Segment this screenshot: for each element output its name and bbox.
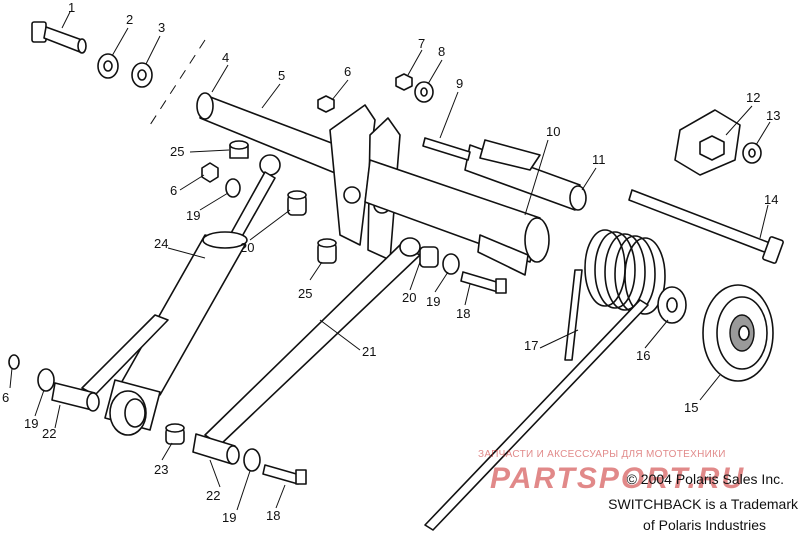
callout-12: 12: [746, 90, 760, 105]
part-bolt-18-mid: [460, 271, 507, 294]
callout-14: 14: [764, 192, 778, 207]
callout-18-mid: 18: [456, 306, 470, 321]
callout-19-upper: 19: [186, 208, 200, 223]
callout-19-lower-left: 19: [24, 416, 38, 431]
callout-23: 23: [154, 462, 168, 477]
trademark-line-2: of Polaris Industries: [643, 517, 766, 533]
part-shock-eye: [109, 390, 147, 436]
copyright-text: © 2004 Polaris Sales Inc.: [626, 471, 784, 487]
callout-21: 21: [362, 344, 376, 359]
callout-17: 17: [524, 338, 538, 353]
part-bushing-23: [165, 423, 185, 445]
callout-labels: 1 2 3 4 5 6 7 8 9 10 11 12 13 14 25 6 19…: [2, 0, 780, 525]
axis-line: [149, 39, 206, 126]
callout-6-left: 6: [170, 183, 177, 198]
callout-2: 2: [126, 12, 133, 27]
part-bushing-22-lower: [192, 433, 240, 465]
part-block-12: [674, 109, 741, 176]
part-washer-8: [414, 81, 434, 103]
callout-22-left: 22: [42, 426, 56, 441]
callout-20-upper: 20: [240, 240, 254, 255]
callout-19-mid: 19: [426, 294, 440, 309]
part-bolt-14: [628, 189, 784, 264]
callout-6: 6: [344, 64, 351, 79]
part-bushing-25-mid: [317, 238, 337, 264]
part-bolt-9: [422, 137, 471, 161]
part-washer-3: [131, 62, 153, 88]
part-nut-7: [395, 73, 413, 91]
leader-lines: [9, 11, 771, 511]
watermark-top-text: ЗАПЧАСТИ И АКСЕССУАРЫ ДЛЯ МОТОТЕХНИКИ: [478, 449, 726, 460]
part-rod-21: [204, 237, 421, 446]
callout-1: 1: [68, 0, 75, 15]
part-bushing-25-top: [229, 140, 249, 159]
part-upper-link: [229, 154, 281, 241]
callout-9: 9: [456, 76, 463, 91]
part-washer-13: [742, 142, 762, 164]
callout-25-top: 25: [170, 144, 184, 159]
part-spring-17: [424, 229, 666, 531]
trademark-line-1: SWITCHBACK is a Trademark: [608, 496, 798, 512]
callout-15: 15: [684, 400, 698, 415]
callout-5: 5: [278, 68, 285, 83]
callout-18-bottom: 18: [266, 508, 280, 523]
part-bolt-18-bottom: [262, 464, 307, 485]
callout-7: 7: [418, 36, 425, 51]
part-washer-2: [97, 53, 119, 79]
callout-8: 8: [438, 44, 445, 59]
watermark-logo: PARTSPORT.RU: [490, 462, 746, 495]
callout-11: 11: [592, 152, 606, 167]
callout-4: 4: [222, 50, 229, 65]
part-cylinder-10: [364, 159, 550, 263]
part-washer-19-bottom: [243, 448, 261, 472]
part-bracket-arm: [477, 139, 541, 276]
part-washer-19-upper: [225, 178, 241, 198]
part-nut-6-left: [201, 162, 219, 183]
callout-6-lower: 6: [2, 390, 9, 405]
callout-20-lower: 20: [402, 290, 416, 305]
callout-10: 10: [546, 124, 560, 139]
part-bushing-22-left: [51, 382, 100, 412]
callout-3: 3: [158, 20, 165, 35]
part-nut-6-lower: [8, 354, 20, 370]
callout-13: 13: [766, 108, 780, 123]
part-bolt-1: [31, 21, 87, 54]
part-bushing-20-lower: [419, 246, 439, 268]
part-bushing-20-upper: [287, 190, 307, 216]
callout-16: 16: [636, 348, 650, 363]
part-nut-6-top: [317, 95, 335, 113]
part-washer-16: [657, 286, 687, 324]
callout-24: 24: [154, 236, 168, 251]
callout-22-lower: 22: [206, 488, 220, 503]
callout-19-bottom: 19: [222, 510, 236, 525]
callout-25-mid: 25: [298, 286, 312, 301]
part-washer-19-lower-left: [37, 368, 55, 392]
part-wheel-15: [702, 284, 774, 382]
part-washer-19-mid: [442, 253, 460, 275]
